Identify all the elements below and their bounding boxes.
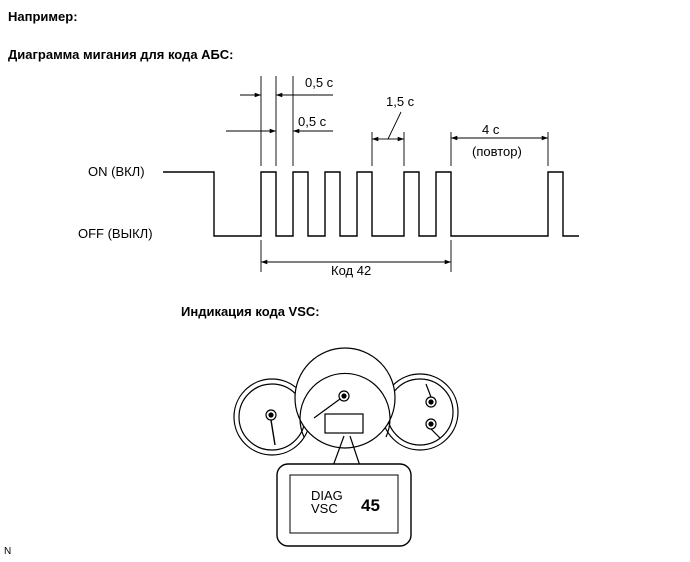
- display-code-value: 45: [361, 496, 380, 515]
- center-gauge-needle: [313, 398, 341, 419]
- figure-mark: N: [4, 546, 12, 557]
- on-level-label: ON (ВКЛ): [88, 164, 145, 179]
- left-gauge-needle: [270, 419, 276, 446]
- label-1-5s: 1,5 с: [386, 94, 415, 109]
- example-heading: Например:: [8, 9, 78, 24]
- label-0-5s-lower: 0,5 с: [298, 114, 327, 129]
- blink-waveform: [163, 171, 579, 237]
- magnified-display-screen: [289, 474, 399, 534]
- center-gauge-arc: [299, 372, 391, 438]
- off-level-label: OFF (ВЫКЛ): [78, 226, 153, 241]
- extension-lines: [260, 76, 549, 272]
- right-gauge-inner: [386, 378, 454, 446]
- callout-pointer: [332, 435, 361, 467]
- label-repeat: (повтор): [472, 144, 522, 159]
- display-line-vsc: VSC: [311, 501, 338, 516]
- label-4s: 4 с: [482, 122, 500, 137]
- center-display-window: [324, 413, 364, 434]
- dim-1-5s: [372, 111, 404, 142]
- vsc-indication-title: Индикация кода VSC:: [181, 304, 320, 319]
- label-code-42: Код 42: [331, 263, 371, 278]
- instrument-cluster: [233, 347, 459, 456]
- display-line-diag: DIAG: [311, 488, 343, 503]
- abs-diagram-title: Диаграмма мигания для кода АБС:: [8, 47, 234, 62]
- label-0-5s-upper: 0,5 с: [305, 75, 334, 90]
